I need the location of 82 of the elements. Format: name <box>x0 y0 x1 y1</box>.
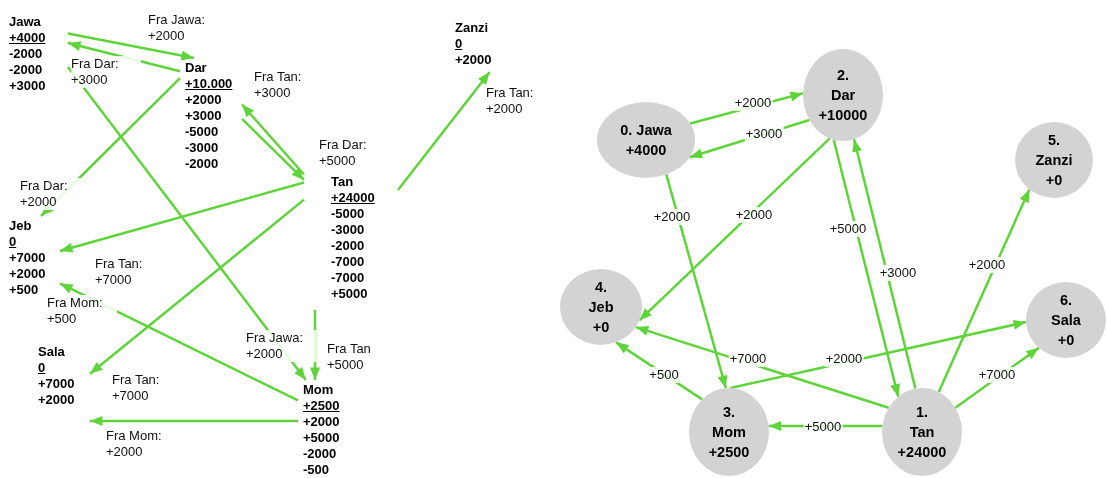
amount-text: -2000 <box>303 446 337 462</box>
node-ellipse <box>882 388 962 476</box>
arrow <box>397 71 491 191</box>
amount-text: +24000 <box>897 443 947 462</box>
name-label: 2. Dar <box>829 66 857 105</box>
amount-text: +10000 <box>818 106 868 125</box>
amount-text: 0 <box>9 234 17 250</box>
amount-text: -3000 <box>331 222 365 238</box>
name-label: 3. Mom <box>711 403 747 442</box>
edge-label: +2000 <box>824 351 864 367</box>
arrow <box>67 32 195 61</box>
amount-text: -2000 <box>9 62 43 78</box>
arrow <box>635 325 889 409</box>
arrow <box>665 174 728 389</box>
arrow <box>638 137 831 322</box>
edge-label: +7000 <box>977 367 1017 383</box>
name-label: 5. Zanzi <box>1034 131 1074 170</box>
edge-label: +2000 <box>652 209 692 225</box>
name-label: Sala <box>38 344 65 360</box>
amount-text: +10.000 <box>185 76 233 92</box>
arrow <box>90 416 298 426</box>
edge-label: +500 <box>648 367 680 383</box>
amount-text: +5000 <box>331 286 368 302</box>
amount-text: -2000 <box>9 46 43 62</box>
edge-label: Fra Jawa: +2000 <box>246 330 316 362</box>
name-label: Jawa <box>9 14 41 30</box>
amount-text: -7000 <box>331 270 365 286</box>
name-label: 1. Tan <box>908 403 936 442</box>
amount-text: +3000 <box>185 108 222 124</box>
arrow <box>241 103 305 176</box>
amount-text: -3000 <box>185 140 219 156</box>
amount-text: +0 <box>1045 171 1063 190</box>
amount-text: 0 <box>38 360 46 376</box>
amount-text: +4000 <box>9 30 46 46</box>
edge-label: +7000 <box>728 351 768 367</box>
name-label: Zanzi <box>455 20 489 36</box>
amount-text: +0 <box>1057 331 1075 350</box>
edge-label: +2000 <box>734 207 774 223</box>
name-label: Tan <box>331 174 354 190</box>
name-label: Mom <box>303 382 334 398</box>
name-label: 4. Jeb <box>587 278 615 317</box>
name-label: 0. Jawa <box>620 121 672 140</box>
amount-text: -2000 <box>185 156 219 172</box>
edge-label: +3000 <box>878 265 918 281</box>
amount-text: +24000 <box>331 190 375 206</box>
arrow <box>89 198 305 375</box>
amount-text: +2500 <box>303 398 340 414</box>
amount-text: 0 <box>455 36 463 52</box>
amount-text: +2500 <box>708 443 750 462</box>
arrow <box>832 139 900 397</box>
arrow <box>241 118 305 181</box>
arrow <box>730 319 1027 390</box>
amount-text: -7000 <box>331 254 365 270</box>
edge-label: +2000 <box>967 257 1007 273</box>
amount-text: +2000 <box>455 52 492 68</box>
edge-label: +2000 <box>733 95 773 111</box>
amount-text: +2000 <box>303 414 340 430</box>
edge-label: +3000 <box>744 126 784 142</box>
amount-text: -5000 <box>185 124 219 140</box>
amount-text: -5000 <box>331 206 365 222</box>
arrow <box>67 41 181 73</box>
arrow <box>852 138 917 389</box>
edge-label: +5000 <box>828 221 868 237</box>
amount-text: -2000 <box>331 238 365 254</box>
arrow <box>59 181 305 253</box>
amount-text: -500 <box>303 462 330 478</box>
node-ellipse <box>1026 282 1106 358</box>
name-label: Dar <box>185 60 207 76</box>
amount-text: +0 <box>592 318 610 337</box>
name-label: 6. Sala <box>1050 291 1082 330</box>
amount-text: +2000 <box>38 392 75 408</box>
amount-text: +5000 <box>303 430 340 446</box>
amount-text: +2000 <box>185 92 222 108</box>
amount-text: +4000 <box>625 141 667 160</box>
amount-text: +2000 <box>9 266 46 282</box>
amount-text: +500 <box>9 282 39 298</box>
amount-text: +7000 <box>38 376 75 392</box>
edge-label: Fra Dar: +3000 <box>71 56 141 88</box>
amount-text: +7000 <box>9 250 46 266</box>
amount-text: +3000 <box>9 78 46 94</box>
arrow <box>937 188 1031 393</box>
name-label: Jeb <box>9 218 32 234</box>
